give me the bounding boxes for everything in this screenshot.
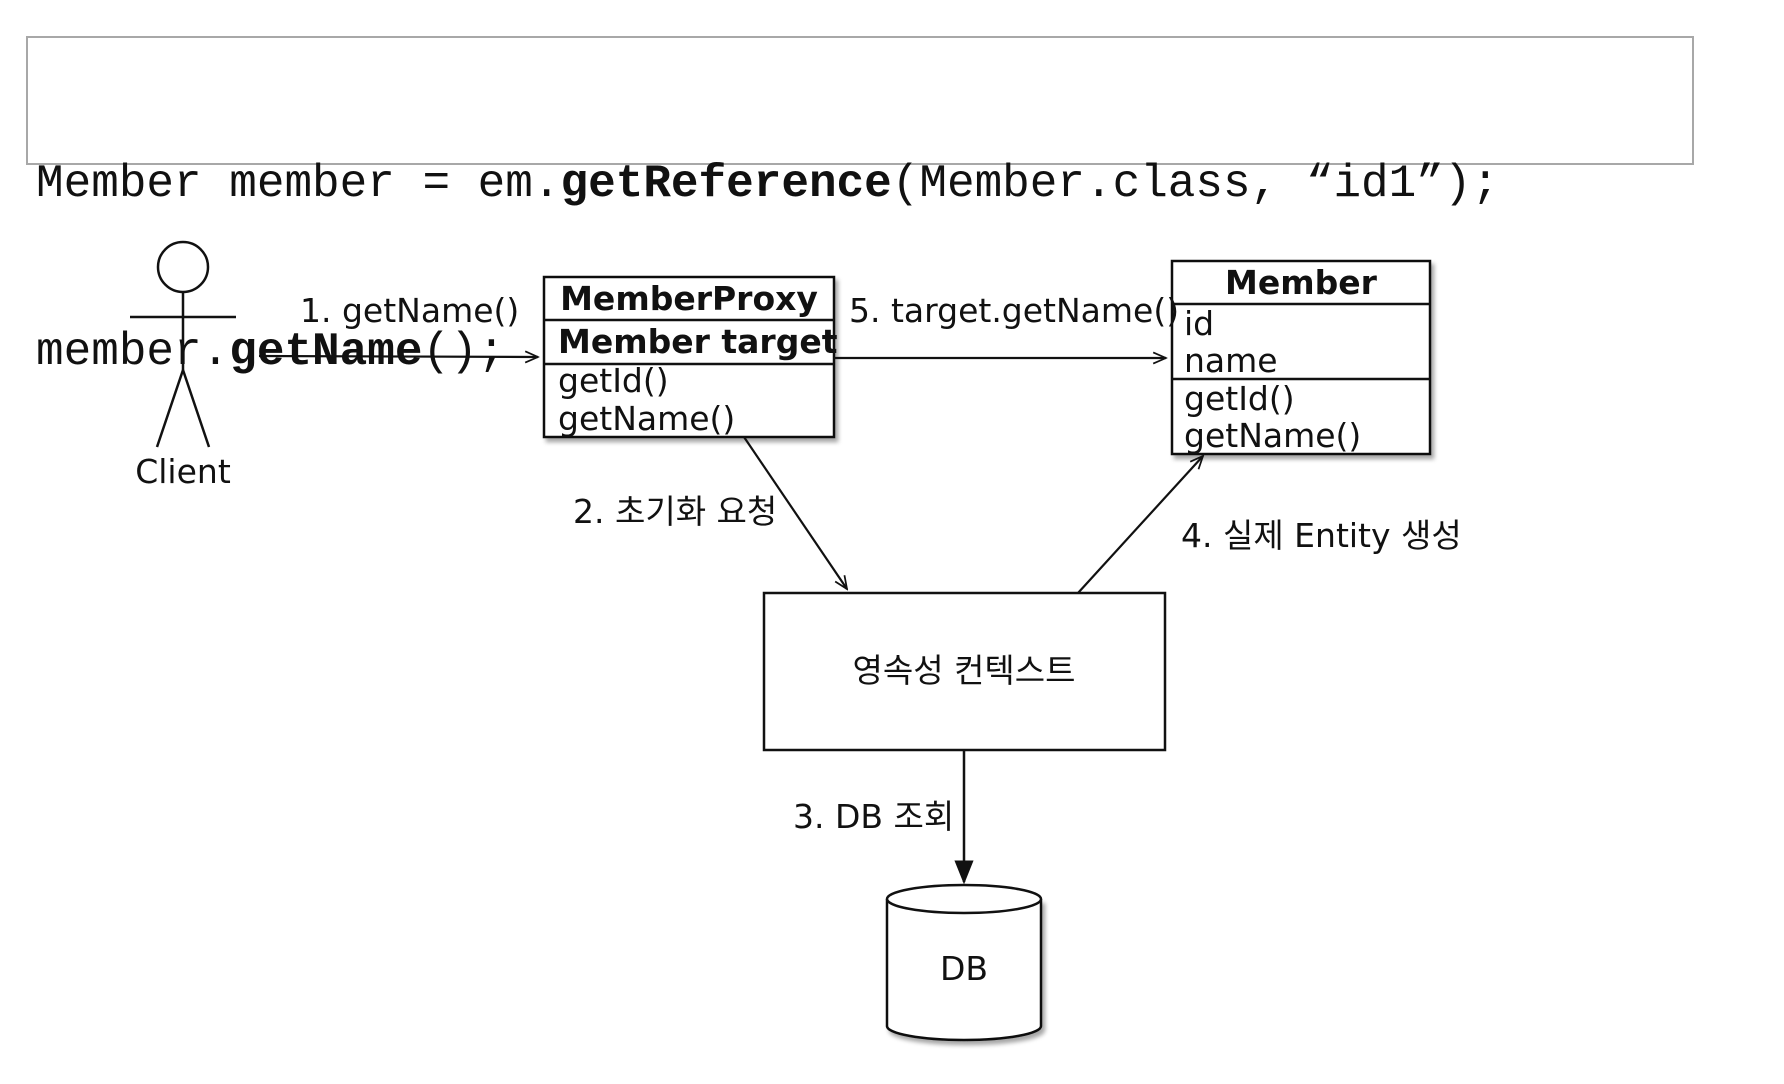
member-title: Member (1225, 263, 1378, 302)
step-1-label: 1. getName() (300, 291, 519, 330)
arrow-step-4 (1077, 456, 1203, 594)
proxy-method-getname: getName() (558, 399, 735, 438)
persistence-context-box: 영속성 컨텍스트 (762, 591, 1167, 752)
client-label: Client (135, 452, 231, 491)
member-field-id: id (1184, 304, 1214, 343)
member-proxy-box: MemberProxy Member target getId() getNam… (542, 275, 838, 439)
member-method-getid: getId() (1184, 379, 1295, 418)
step-2-label: 2. 초기화 요청 (573, 492, 777, 531)
db-label: DB (940, 949, 988, 988)
code-text: (); (422, 326, 506, 378)
step-5-label: 5. target.getName() (849, 291, 1179, 330)
member-field-name: name (1184, 341, 1278, 380)
code-line-1: Member member = em.getReference(Member.c… (36, 156, 1692, 212)
arrow-step-2 (743, 436, 847, 589)
client-actor-icon (130, 240, 236, 448)
database-icon: DB (885, 883, 1043, 1042)
step-4-label: 4. 실제 Entity 생성 (1181, 516, 1462, 555)
proxy-title: MemberProxy (560, 279, 818, 318)
code-text: (Member.class, “id1”); (891, 158, 1500, 210)
step-3-label: 3. DB 조회 (793, 797, 954, 836)
member-method-getname: getName() (1184, 416, 1361, 455)
member-entity-box: Member id name getId() getName() (1170, 259, 1432, 456)
proxy-field-target: Member target (558, 322, 838, 361)
arrow-step-1 (258, 356, 538, 357)
code-text: member. (36, 326, 230, 378)
code-line-2: member.getName(); (36, 324, 1692, 380)
code-method-getreference: getReference (560, 158, 892, 210)
code-text: Member member = em. (36, 158, 561, 210)
code-method-getname: getName (229, 326, 423, 378)
code-snippet: Member member = em.getReference(Member.c… (26, 36, 1694, 378)
persistence-context-label: 영속성 컨텍스트 (852, 651, 1075, 690)
proxy-method-getid: getId() (558, 361, 669, 400)
